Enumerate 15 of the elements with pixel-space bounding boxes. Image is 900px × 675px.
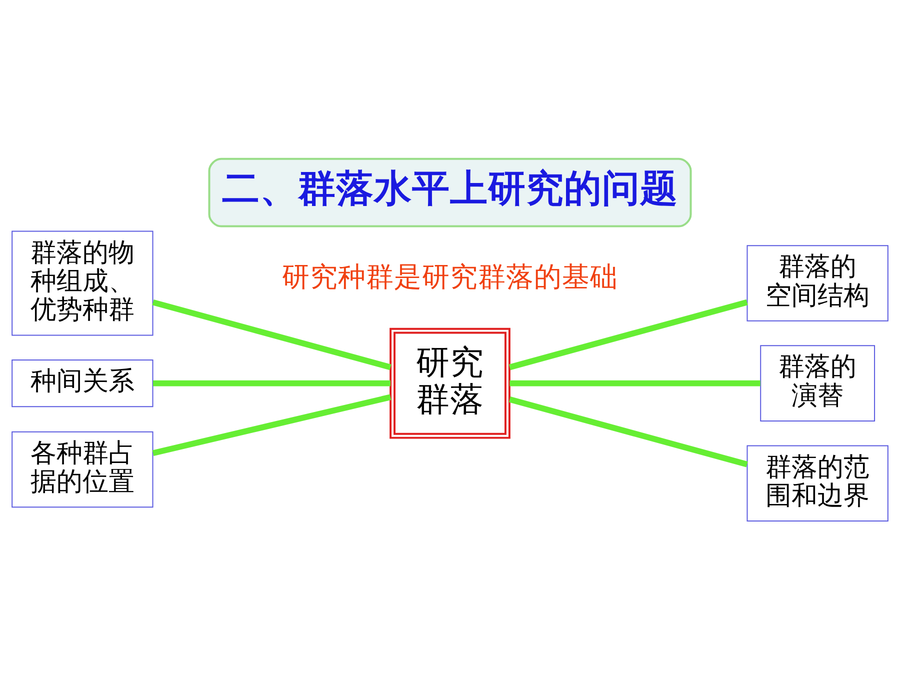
connector xyxy=(152,299,392,370)
node-box: 群落的物种组成、优势种群 xyxy=(12,230,154,336)
connector xyxy=(508,396,748,468)
connector xyxy=(510,380,760,386)
diagram-title: 二、群落水平上研究的问题 xyxy=(222,166,678,210)
node-box: 群落的演替 xyxy=(760,345,876,422)
node-box: 研究群落 xyxy=(390,328,510,439)
label: 研究种群是研究群落的基础 xyxy=(282,260,618,294)
node-box: 群落的范围和边界 xyxy=(746,445,888,522)
connector xyxy=(152,394,392,456)
connector xyxy=(508,299,748,370)
connector xyxy=(153,380,390,386)
node-box: 各种群占据的位置 xyxy=(12,431,154,508)
node-box: 种间关系 xyxy=(12,360,154,408)
node-box: 群落的空间结构 xyxy=(746,245,888,322)
